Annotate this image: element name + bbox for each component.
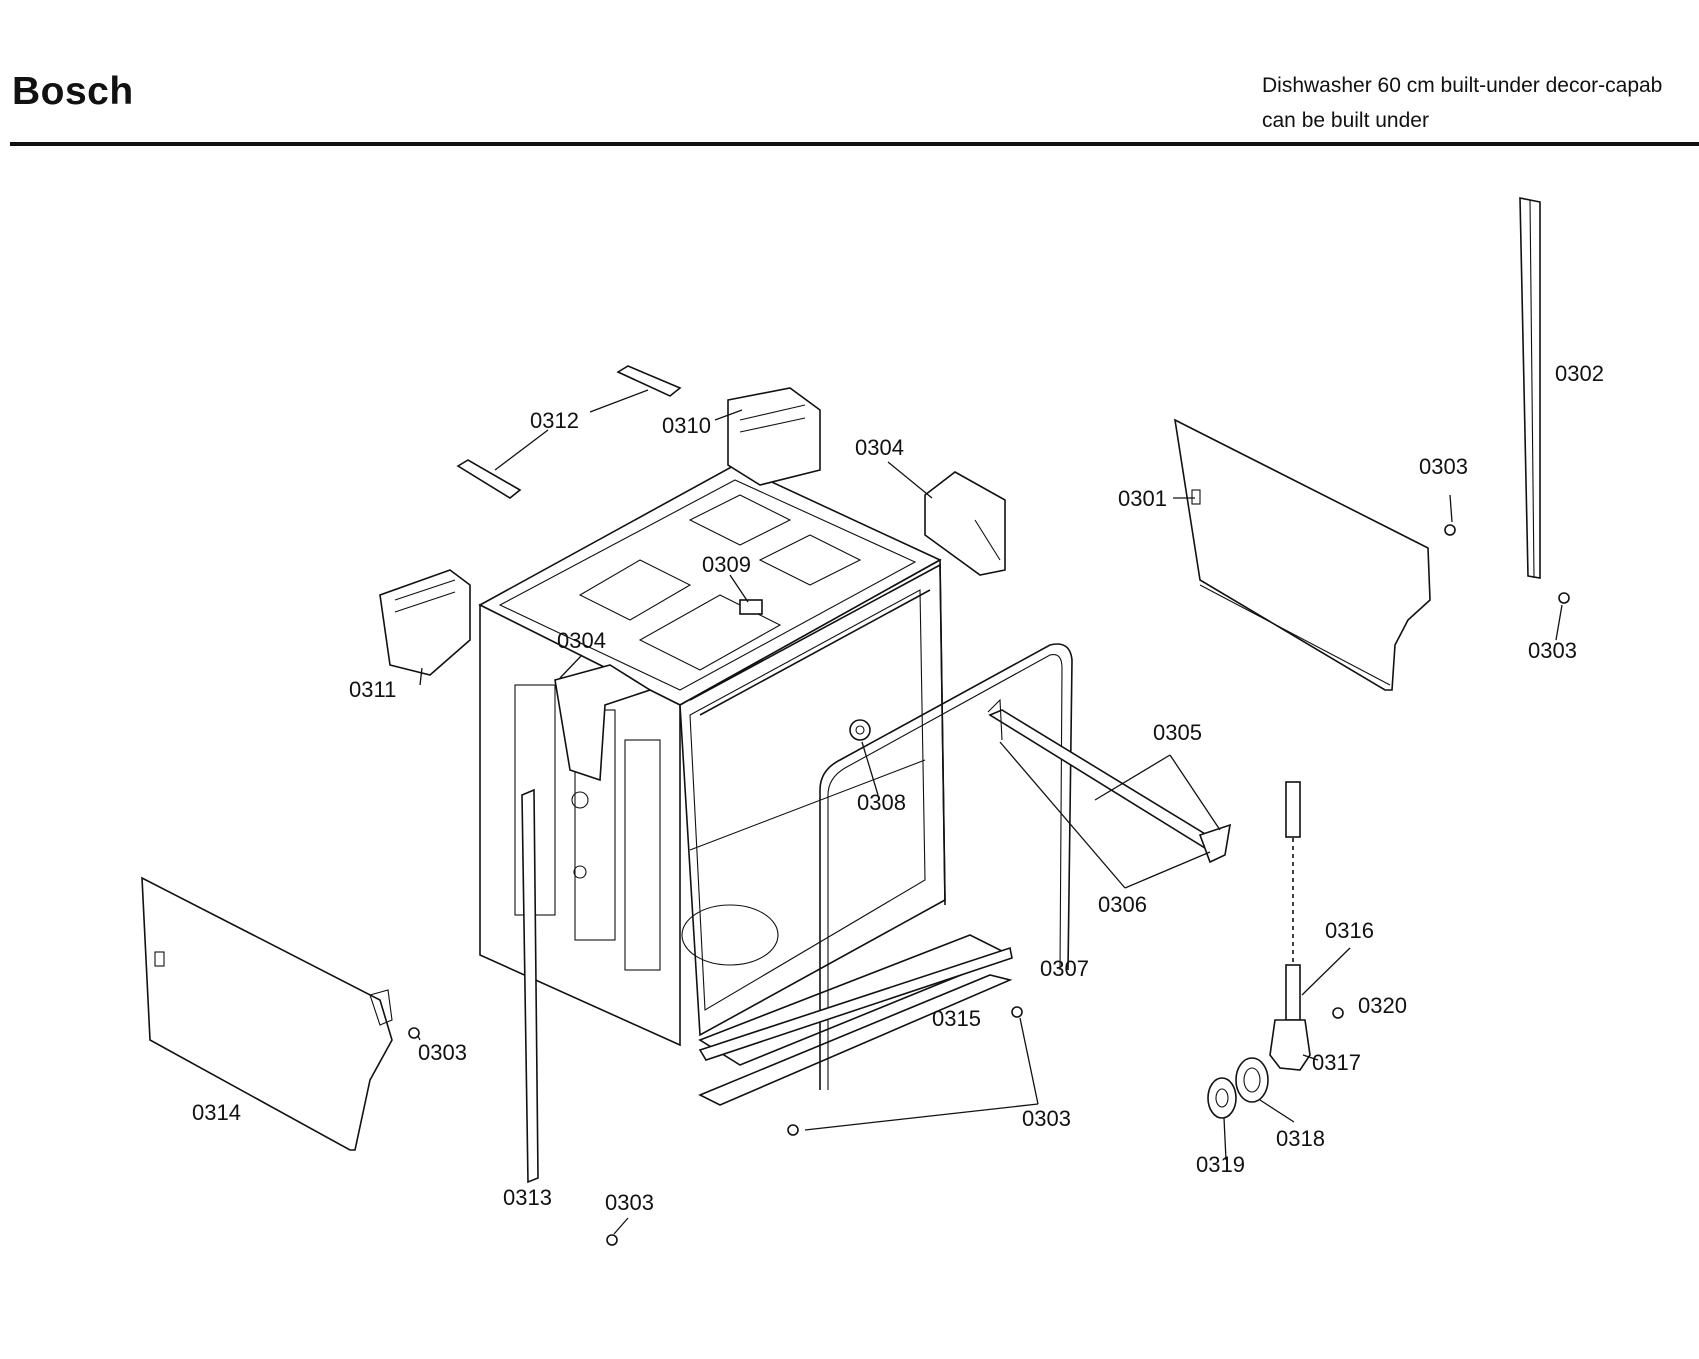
part-0312-bracket-bottom: [456, 459, 522, 499]
part-0315-base-tray: [698, 946, 1013, 1061]
part-0309-clip: [739, 599, 763, 615]
part-0318-ring: [1235, 1057, 1269, 1103]
callout-0303-e: 0303: [605, 1190, 654, 1215]
callout-0306: 0306: [1098, 892, 1147, 917]
callout-0303-a: 0303: [1419, 454, 1468, 479]
part-0320-screw: [1332, 1007, 1344, 1019]
brand-title: Bosch: [12, 70, 134, 113]
callout-0304-front: 0304: [557, 628, 606, 653]
callout-0314: 0314: [192, 1100, 241, 1125]
part-0301-side-panel: [1173, 418, 1431, 691]
part-0304-bracket-right: [924, 471, 1006, 576]
part-0316-drain-hose: [1285, 781, 1301, 1021]
callout-0315: 0315: [932, 1006, 981, 1031]
callout-0319: 0319: [1196, 1152, 1245, 1177]
leader-lines: [417, 389, 1563, 1235]
callout-0312: 0312: [530, 408, 579, 433]
callout-0303-d: 0303: [1022, 1106, 1071, 1131]
part-0307-door-seal: [819, 643, 1073, 1090]
callout-0313: 0313: [503, 1185, 552, 1210]
callout-0308: 0308: [857, 790, 906, 815]
part-0311-clip-block: [379, 569, 471, 676]
callout-0303-b: 0303: [1528, 638, 1577, 663]
callout-0307: 0307: [1040, 956, 1089, 981]
callout-0302: 0302: [1555, 361, 1604, 386]
part-0303-screws: [408, 524, 1570, 1246]
callout-0320: 0320: [1358, 993, 1407, 1018]
model-description-line2: can be built under: [1262, 109, 1429, 132]
callout-0303-c: 0303: [418, 1040, 467, 1065]
part-0308-washer: [849, 719, 871, 741]
header-rule: [10, 142, 1699, 146]
part-0304-bracket-front: [554, 664, 652, 782]
callout-0301: 0301: [1118, 486, 1167, 511]
callout-0317: 0317: [1312, 1050, 1361, 1075]
callout-0305: 0305: [1153, 720, 1202, 745]
part-0312-bracket-top: [616, 365, 682, 397]
part-0314-side-panel: [141, 876, 393, 1151]
model-description: Dishwasher 60 cm built-under decor-capab…: [1262, 68, 1662, 138]
callout-0309: 0309: [702, 552, 751, 577]
part-0313-seal-strip: [521, 788, 539, 1184]
part-0319-cap: [1207, 1077, 1237, 1119]
part-0310-clip-block: [727, 387, 821, 486]
part-0302-trim-strip: [1519, 197, 1541, 579]
model-description-line1: Dishwasher 60 cm built-under decor-capab: [1262, 74, 1663, 97]
callout-0316: 0316: [1325, 918, 1374, 943]
callout-0310: 0310: [662, 413, 711, 438]
dishwasher-tub-frame: [478, 464, 1013, 1106]
callout-0318: 0318: [1276, 1126, 1325, 1151]
callout-0304-right: 0304: [855, 435, 904, 460]
part-0317-pipe-fitting: [1269, 1019, 1311, 1071]
callout-0311: 0311: [349, 677, 396, 702]
